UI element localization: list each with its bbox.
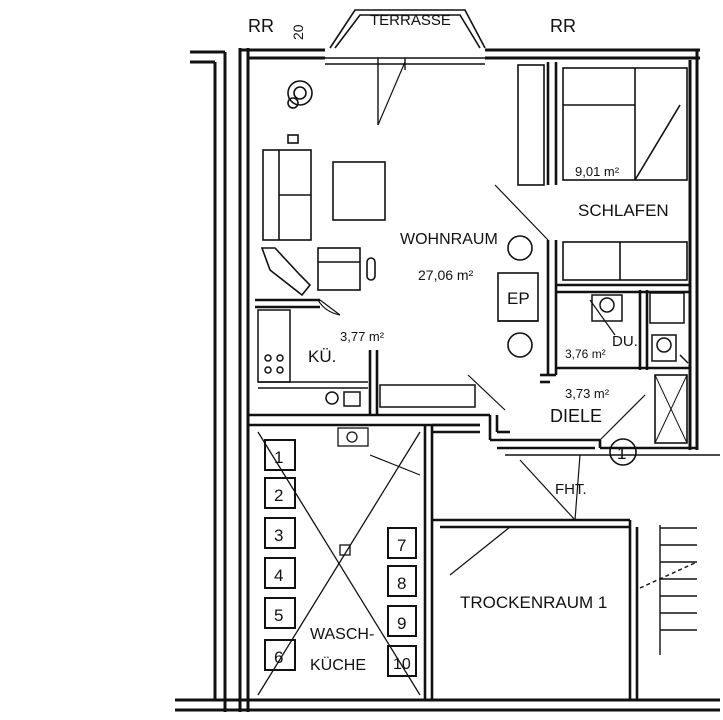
circle-number: 1 (617, 444, 626, 463)
doors (317, 184, 646, 576)
box-2 (264, 477, 296, 509)
box-10-number: 10 (393, 656, 411, 673)
dusche-name: DU. (612, 333, 638, 350)
box-1-number: 1 (274, 448, 283, 467)
box-9-number: 9 (397, 614, 406, 633)
box-3 (264, 517, 296, 549)
laundry-boxes (264, 439, 417, 677)
marker-circle (609, 438, 637, 466)
box-7-number: 7 (397, 536, 406, 555)
stairs (639, 525, 698, 655)
schlafen-name: SCHLAFEN (578, 201, 669, 220)
dusche-area: 3,76 m² (565, 347, 606, 361)
laundry-fixtures (257, 427, 421, 696)
box-3-number: 3 (274, 526, 283, 545)
bedroom-furniture (562, 67, 688, 281)
waschkueche-line-2: KÜCHE (310, 656, 366, 674)
wohnraum-name: WOHNRAUM (400, 231, 498, 248)
trockenraum-name: TROCKENRAUM 1 (460, 593, 607, 612)
rr-left-label: RR (248, 16, 274, 36)
box-9 (387, 605, 417, 637)
interior-walls (246, 62, 720, 700)
box-4 (264, 557, 296, 589)
rr-right-label: RR (550, 16, 576, 36)
dimension-label: 20 (290, 24, 306, 40)
box-6-number: 6 (274, 648, 283, 667)
box-8-number: 8 (397, 574, 406, 593)
box-6 (264, 639, 296, 671)
ep-label: EP (507, 289, 530, 308)
box-5-number: 5 (274, 606, 283, 625)
wohnraum-area: 27,06 m² (418, 267, 474, 283)
terrace-label: TERRASSE (370, 12, 451, 29)
fht-label: FHT. (555, 481, 587, 498)
diele-name: DIELE (550, 406, 602, 426)
waschkueche-line-1: WASCH- (310, 626, 374, 643)
box-7 (387, 527, 417, 559)
bath-fixtures (591, 292, 689, 364)
kueche-area: 3,77 m² (340, 329, 385, 344)
box-1 (264, 439, 296, 471)
kitchen-furniture (257, 309, 476, 408)
diele-area: 3,73 m² (565, 386, 610, 401)
kueche-name: KÜ. (308, 347, 336, 366)
box-10 (387, 645, 417, 677)
terrace (325, 9, 486, 126)
box-4-number: 4 (274, 566, 283, 585)
box-5 (264, 597, 296, 629)
living-furniture (260, 80, 539, 358)
schlafen-area: 9,01 m² (575, 164, 620, 179)
box-8 (387, 565, 417, 597)
box-2-number: 2 (274, 486, 283, 505)
